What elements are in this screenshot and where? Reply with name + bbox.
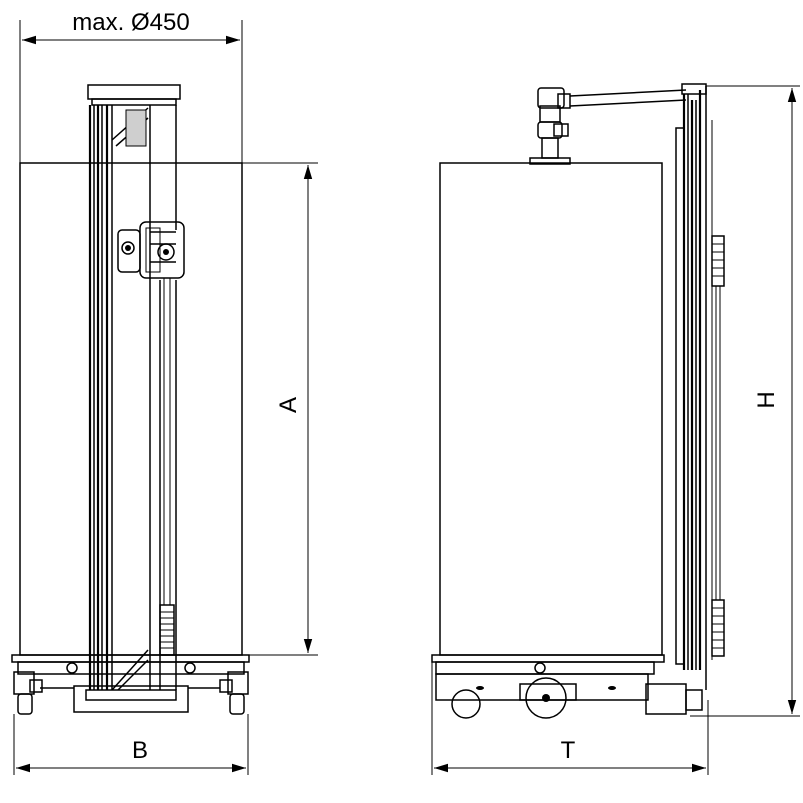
width-dimension-label: B xyxy=(132,737,148,764)
front-gas-spring xyxy=(159,278,175,656)
front-trolley-base xyxy=(11,654,250,715)
front-mast xyxy=(87,84,181,691)
depth-dimension-label: T xyxy=(561,737,576,764)
side-wheel-center xyxy=(525,677,567,719)
side-container-body xyxy=(439,162,663,656)
side-valve-lever xyxy=(529,87,687,165)
diameter-dimension-label: max. Ø450 xyxy=(72,9,189,36)
side-view xyxy=(431,83,725,719)
side-mast xyxy=(675,83,725,690)
front-view xyxy=(11,84,250,715)
container-height-dimension-label: A xyxy=(275,397,302,413)
side-wheel-left xyxy=(451,689,481,719)
front-container-body xyxy=(19,162,243,656)
dimension-lines: max. Ø450 A B T H xyxy=(13,9,800,775)
front-clamp-mechanism xyxy=(117,221,185,279)
side-trolley-base xyxy=(431,654,703,719)
height-dimension-label: H xyxy=(753,391,780,408)
